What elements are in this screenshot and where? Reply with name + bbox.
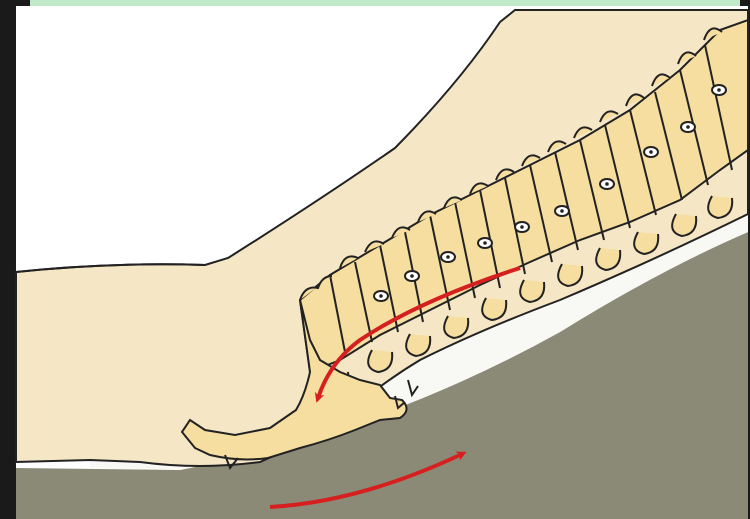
top-accent-bar: [30, 0, 740, 6]
